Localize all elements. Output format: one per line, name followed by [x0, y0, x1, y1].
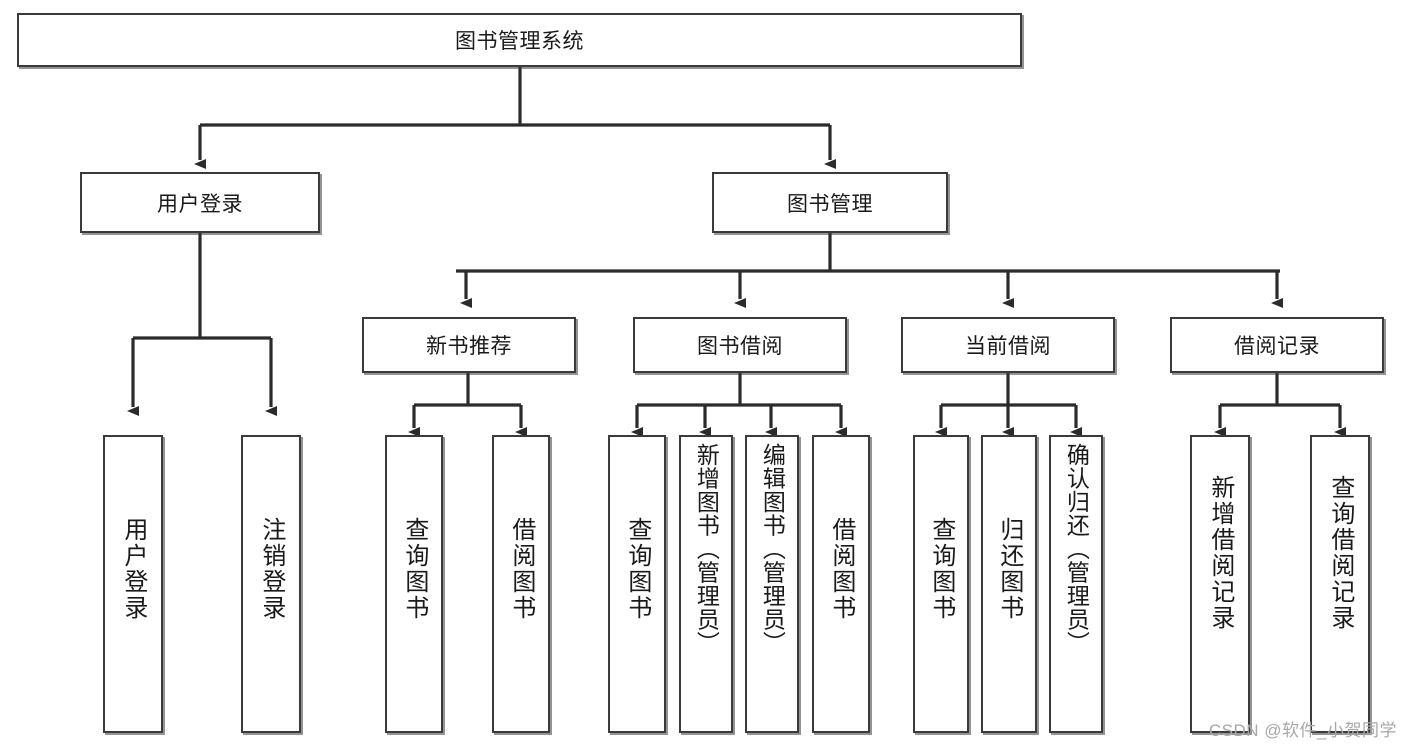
node-leaf-edit-book[interactable]: 编辑图书（管理员）	[745, 435, 799, 733]
node-current-borrow[interactable]: 当前借阅	[901, 317, 1115, 373]
node-leaf-query-record[interactable]: 查询借阅记录	[1310, 435, 1370, 733]
node-book-manage-label: 图书管理	[787, 192, 873, 216]
leaf-label: 查询图书	[927, 517, 955, 621]
node-borrow-record[interactable]: 借阅记录	[1170, 317, 1384, 373]
leaf-label: 查询图书	[623, 517, 651, 621]
node-leaf-query-book-2[interactable]: 查询图书	[608, 435, 666, 733]
node-leaf-add-book[interactable]: 新增图书（管理员）	[679, 435, 733, 733]
node-leaf-return-book[interactable]: 归还图书	[981, 435, 1037, 733]
leaf-label: 借阅图书	[827, 517, 855, 621]
node-book-borrow-label: 图书借阅	[697, 335, 783, 358]
node-new-book-recommend[interactable]: 新书推荐	[362, 317, 576, 373]
leaf-label: 新增借阅记录	[1206, 475, 1234, 631]
leaf-label: 确认归还（管理员）	[1063, 443, 1090, 655]
node-leaf-query-book-1[interactable]: 查询图书	[385, 435, 443, 733]
node-leaf-borrow-book-1[interactable]: 借阅图书	[492, 435, 550, 733]
node-user-login[interactable]: 用户登录	[80, 172, 320, 233]
leaf-label: 编辑图书（管理员）	[759, 443, 786, 655]
leaf-label: 新增图书（管理员）	[693, 443, 720, 655]
node-book-borrow[interactable]: 图书借阅	[633, 317, 847, 373]
leaf-label: 查询借阅记录	[1326, 475, 1354, 631]
node-leaf-borrow-book-2[interactable]: 借阅图书	[812, 435, 870, 733]
node-user-login-label: 用户登录	[157, 192, 243, 216]
leaf-label: 借阅图书	[507, 517, 535, 621]
node-leaf-confirm-return[interactable]: 确认归还（管理员）	[1049, 435, 1103, 733]
node-current-borrow-label: 当前借阅	[965, 335, 1051, 358]
node-root-label: 图书管理系统	[455, 30, 584, 53]
leaf-label: 归还图书	[995, 517, 1023, 621]
node-root[interactable]: 图书管理系统	[17, 13, 1022, 67]
leaf-label: 用户登录	[119, 517, 147, 621]
leaf-label: 注销登录	[257, 517, 285, 621]
leaf-label: 查询图书	[400, 517, 428, 621]
node-leaf-user-login[interactable]: 用户登录	[103, 435, 163, 733]
node-leaf-user-logout[interactable]: 注销登录	[241, 435, 301, 733]
node-book-manage[interactable]: 图书管理	[712, 172, 948, 233]
node-leaf-query-book-3[interactable]: 查询图书	[913, 435, 969, 733]
node-leaf-add-record[interactable]: 新增借阅记录	[1190, 435, 1250, 733]
node-new-book-recommend-label: 新书推荐	[426, 335, 512, 358]
watermark: CSDN @软件_小贺同学	[1208, 721, 1397, 740]
node-borrow-record-label: 借阅记录	[1234, 335, 1320, 358]
